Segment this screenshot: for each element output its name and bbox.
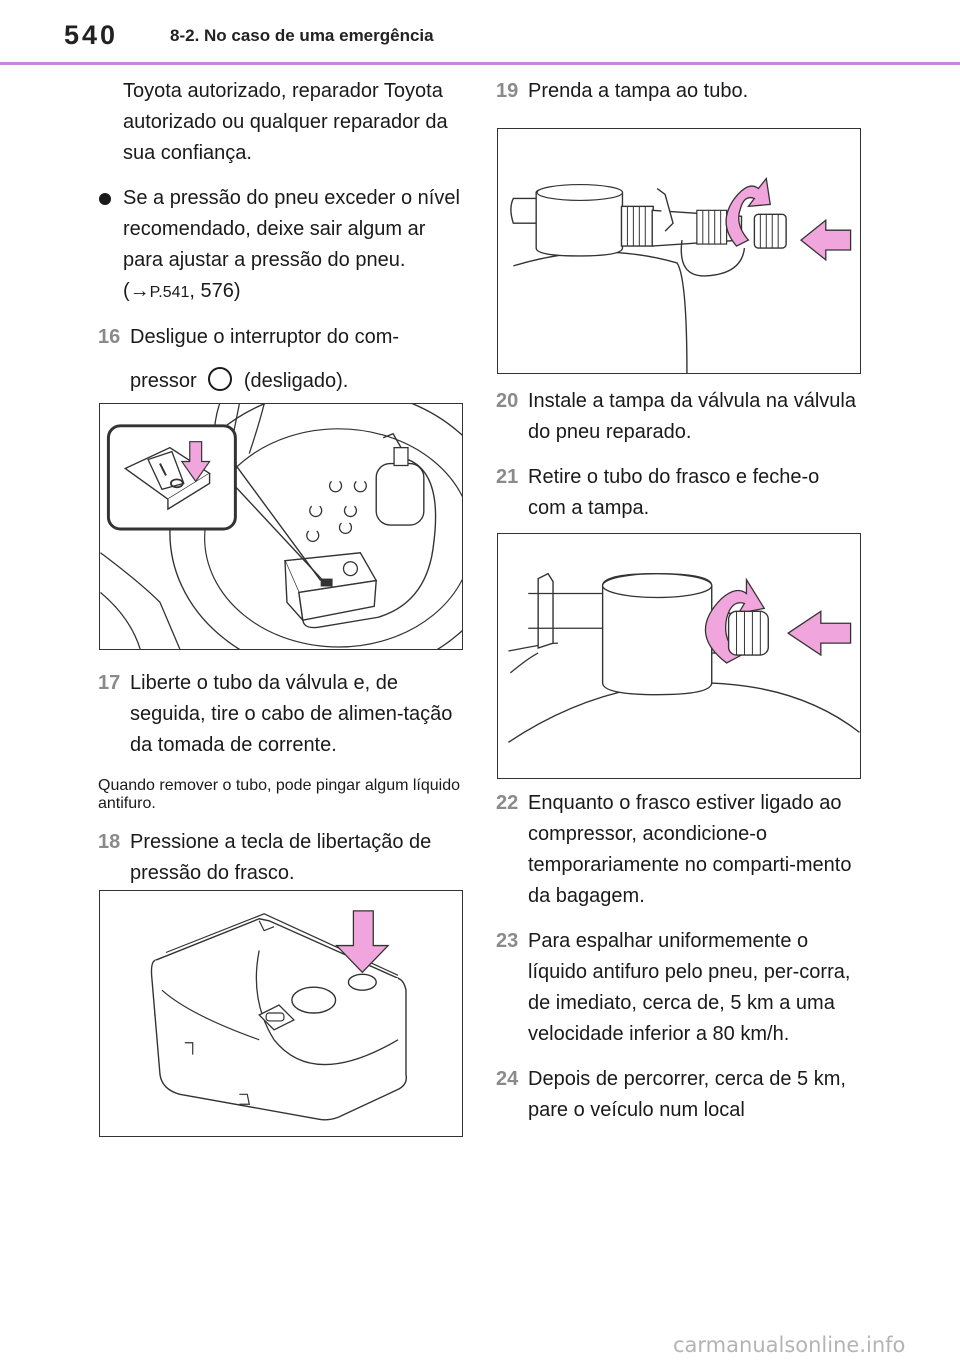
right-column: 19 Prenda a tampa ao tubo. xyxy=(496,76,862,107)
step-17: 17 Liberte o tubo da válvula e, de segui… xyxy=(98,668,464,761)
bullet-icon xyxy=(99,193,111,205)
bullet-pressure-note: Se a pressão do pneu exceder o nível rec… xyxy=(98,183,464,308)
step-text: Enquanto o frasco estiver ligado ao comp… xyxy=(528,792,852,907)
continued-paragraph: Toyota autorizado, reparador Toyota auto… xyxy=(123,80,448,164)
step-number: 18 xyxy=(98,831,121,853)
right-column-lower: 22 Enquanto o frasco estiver ligado ao c… xyxy=(496,774,862,1126)
step-21: 21 Retire o tubo do frasco e feche-o com… xyxy=(496,462,862,524)
header-rule xyxy=(0,62,960,65)
step-text: Retire o tubo do frasco e feche-o com a … xyxy=(528,466,820,519)
step-20: 20 Instale a tampa da válvula na válvula… xyxy=(496,386,862,448)
step-number: 19 xyxy=(496,80,519,102)
step-number: 17 xyxy=(98,672,121,694)
step-16: 16 Desligue o interruptor do com- presso… xyxy=(98,322,464,397)
page-number: 540 xyxy=(64,20,119,50)
pressure-release-illustration xyxy=(99,890,463,1137)
step-18: 18 Pressione a tecla de libertação de pr… xyxy=(98,827,464,889)
reference-tail: , 576) xyxy=(189,280,241,302)
page-header: 540 8-2. No caso de uma emergência xyxy=(0,0,960,65)
right-column-middle: 20 Instale a tampa da válvula na válvula… xyxy=(496,372,862,524)
page-reference-link[interactable]: P.541 xyxy=(149,284,190,301)
step-text: pressor xyxy=(130,370,197,392)
arrow-icon: → xyxy=(129,280,150,302)
step-text: Depois de percorrer, cerca de 5 km, pare… xyxy=(528,1068,846,1121)
step-text: Para espalhar uniformemente o líquido an… xyxy=(528,930,851,1045)
left-column: Toyota autorizado, reparador Toyota auto… xyxy=(98,76,464,397)
step-24: 24 Depois de percorrer, cerca de 5 km, p… xyxy=(496,1064,862,1126)
close-bottle-illustration xyxy=(497,533,861,779)
watermark: carmanualsonline.info xyxy=(673,1333,906,1357)
step-text: Liberte o tubo da válvula e, de seguida,… xyxy=(130,672,453,756)
step-text: Pressione a tecla de libertação de press… xyxy=(130,831,432,884)
step-number: 23 xyxy=(496,930,519,952)
step-text: Desligue o interruptor do com- xyxy=(130,326,400,348)
step-number: 22 xyxy=(496,792,519,814)
step-text: Instale a tampa da válvula na válvula do… xyxy=(528,390,856,443)
bullet-text: Se a pressão do pneu exceder o nível rec… xyxy=(123,187,460,302)
step-number: 24 xyxy=(496,1068,519,1090)
step-number: 20 xyxy=(496,390,519,412)
step-number: 16 xyxy=(98,326,121,348)
note-text: Quando remover o tubo, pode pingar algum… xyxy=(98,777,461,812)
attach-cap-illustration xyxy=(497,128,861,374)
step-text: (desligado). xyxy=(243,370,349,392)
step-number: 21 xyxy=(496,466,519,488)
step-22: 22 Enquanto o frasco estiver ligado ao c… xyxy=(496,788,862,912)
compressor-switch-illustration xyxy=(99,403,463,650)
section-title: 8-2. No caso de uma emergência xyxy=(170,26,434,45)
step-19: 19 Prenda a tampa ao tubo. xyxy=(496,76,862,107)
left-column-lower: 17 Liberte o tubo da válvula e, de segui… xyxy=(98,654,464,889)
step-text: Prenda a tampa ao tubo. xyxy=(528,80,749,102)
step-23: 23 Para espalhar uniformemente o líquido… xyxy=(496,926,862,1050)
off-circle-icon xyxy=(208,367,233,391)
